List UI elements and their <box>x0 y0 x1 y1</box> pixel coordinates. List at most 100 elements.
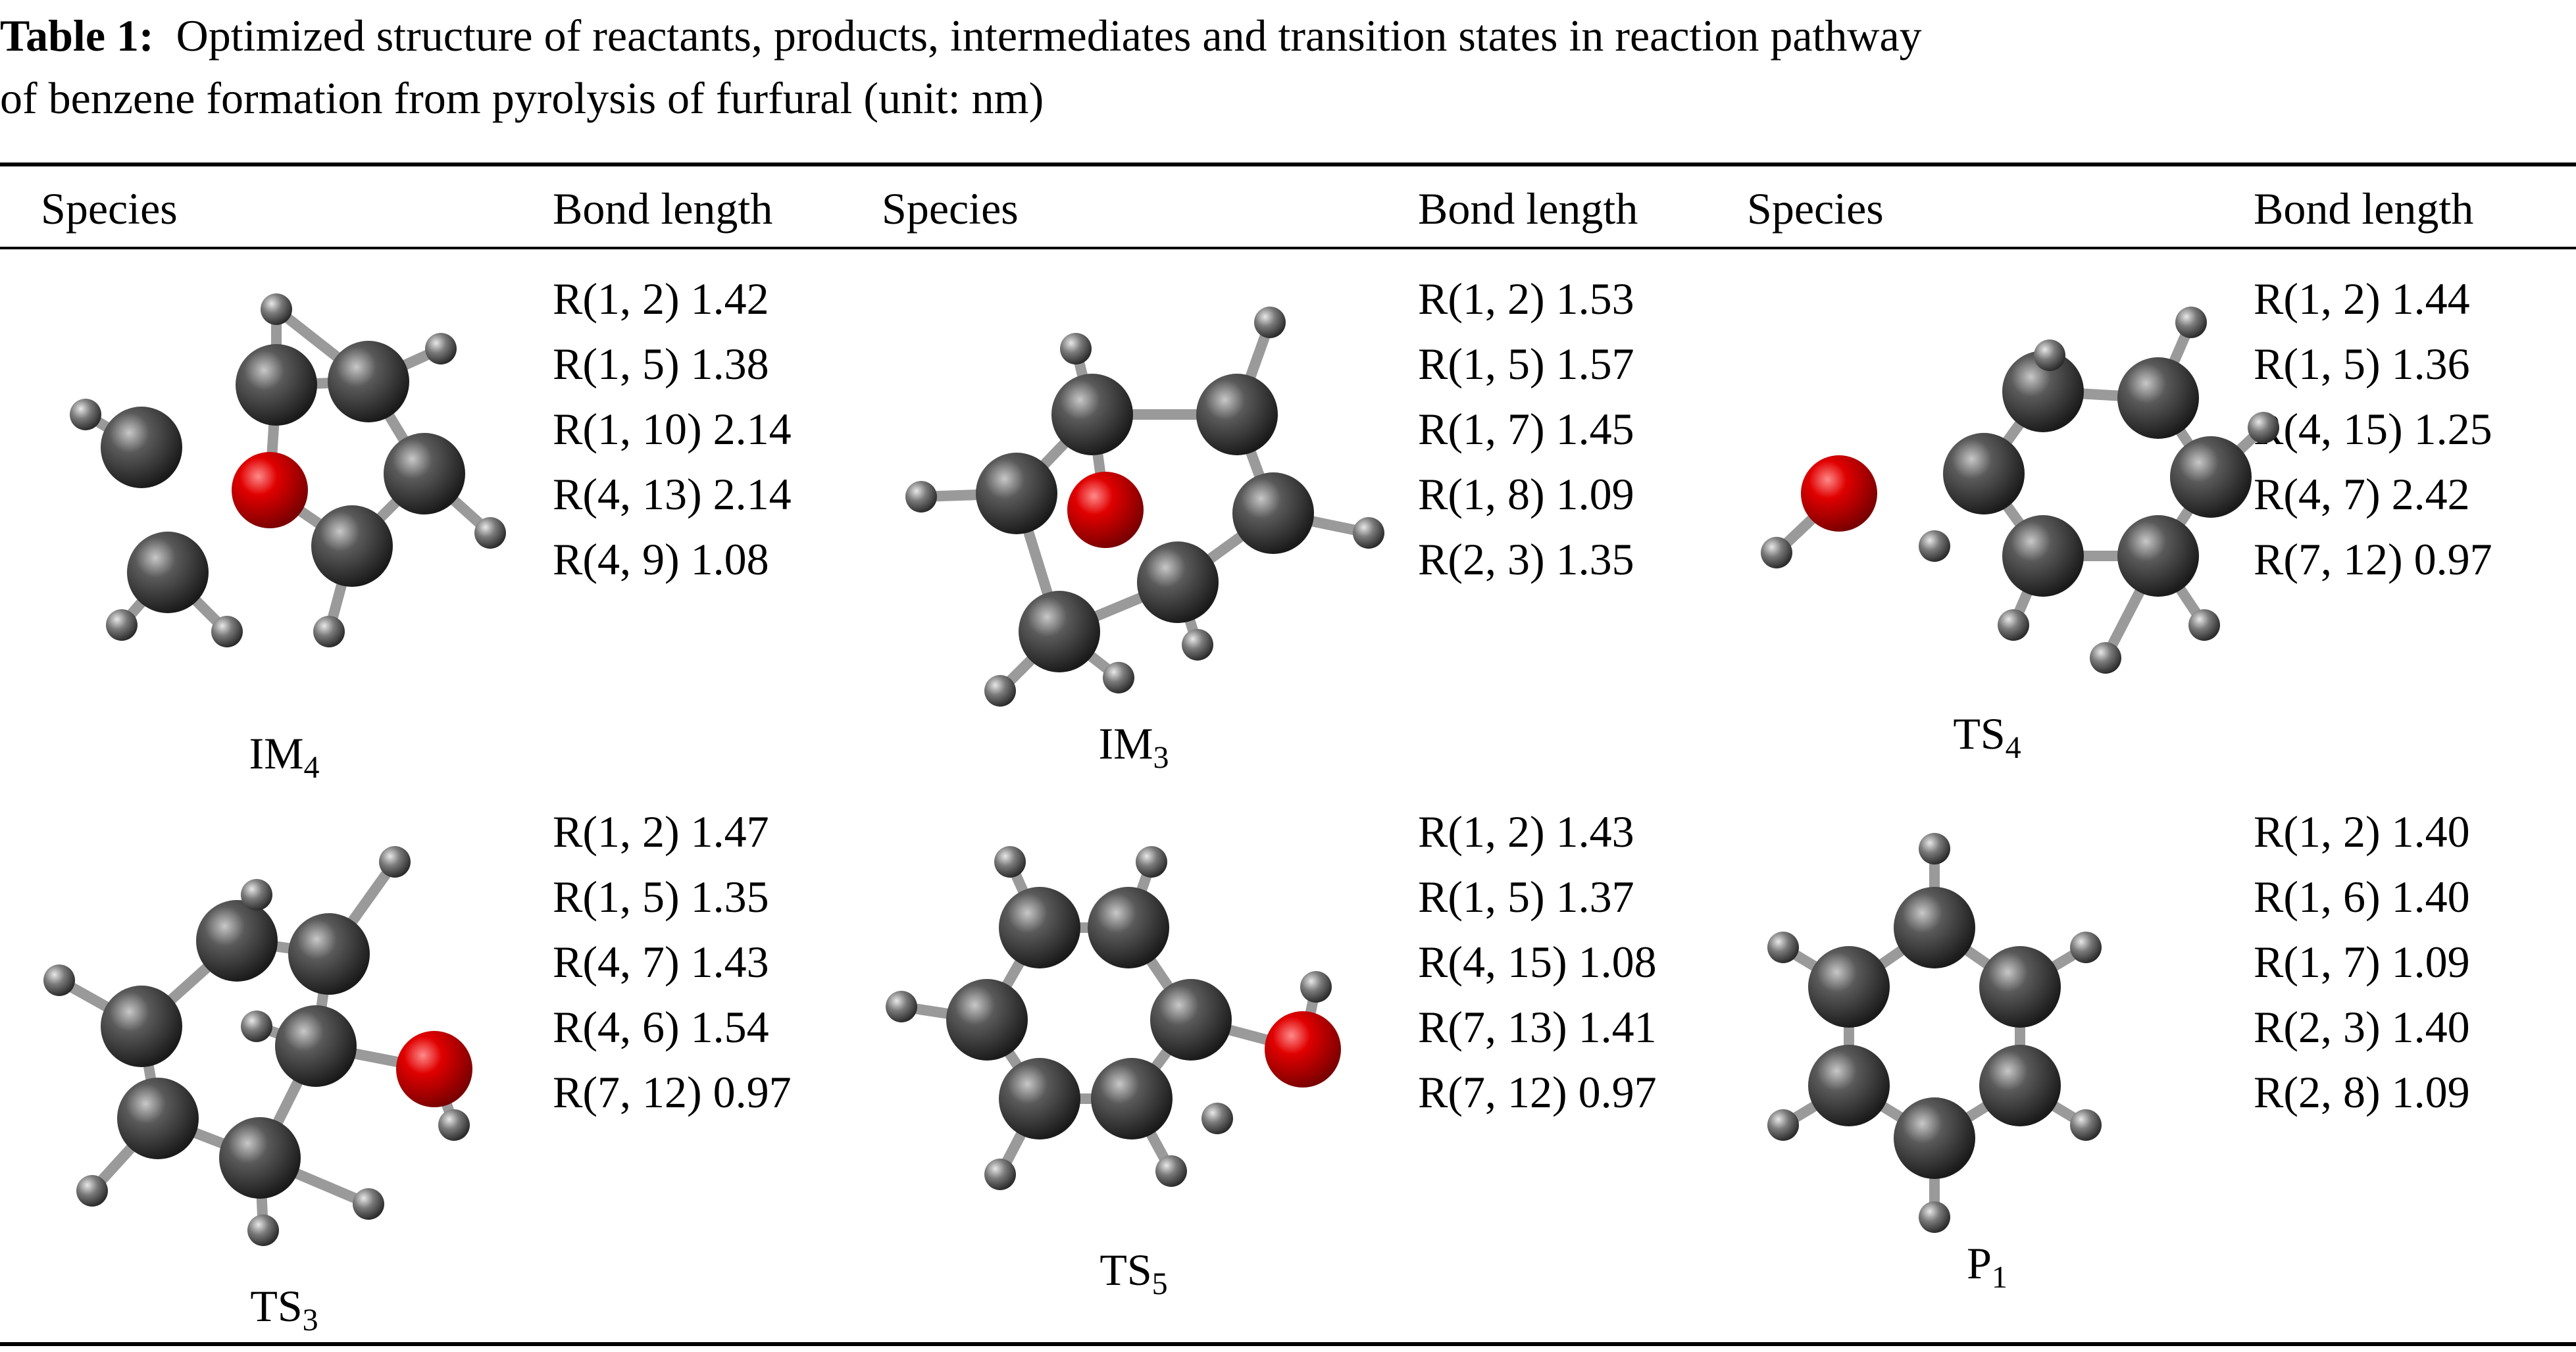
hydrogen-atom <box>886 991 917 1022</box>
hydrogen-atom <box>984 675 1016 707</box>
carbon-atom <box>384 433 465 514</box>
hydrogen-atom <box>2070 1109 2102 1141</box>
hydrogen-atom <box>1300 971 1332 1003</box>
molecule-p1-image <box>1767 833 2102 1233</box>
hydrogen-atom <box>1919 530 1950 562</box>
carbon-atom <box>1019 591 1100 672</box>
hydrogen-atom <box>994 846 1026 878</box>
hydrogen-atom <box>241 1011 272 1042</box>
bond-entry: R(1, 2) 1.43 <box>1418 807 1634 857</box>
carbon-atom <box>1232 472 1314 554</box>
hydrogen-atom <box>211 616 243 647</box>
hydrogen-atom <box>1136 846 1167 878</box>
bond-list-p1: R(1, 2) 1.40 R(1, 6) 1.40 R(1, 7) 1.09 R… <box>2254 799 2470 1125</box>
bond-entry: R(1, 7) 1.45 <box>1418 404 1634 454</box>
bond-entry: R(4, 7) 1.43 <box>553 937 769 987</box>
carbon-atom <box>1979 946 2061 1028</box>
hydrogen-atom <box>1998 609 2029 641</box>
carbon-atom <box>236 344 317 426</box>
hydrogen-atom <box>1182 629 1213 661</box>
bond-entry: R(7, 12) 0.97 <box>553 1067 792 1117</box>
bond-entry: R(1, 8) 1.09 <box>1418 469 1634 519</box>
caption-label: Table 1: <box>0 11 154 61</box>
carbon-atom <box>127 532 209 613</box>
hydrogen-atom <box>1919 1201 1950 1233</box>
oxygen-atom <box>1265 1011 1341 1088</box>
bond-list-ts3: R(1, 2) 1.47 R(1, 5) 1.35 R(4, 7) 1.43 R… <box>553 799 792 1125</box>
caption-line-1: Table 1: Optimized structure of reactant… <box>0 5 1922 66</box>
oxygen-atom <box>232 452 308 528</box>
hydrogen-atom <box>2090 642 2121 674</box>
bond-entry: R(2, 3) 1.35 <box>1418 534 1634 584</box>
species-label-im4: IM4 <box>249 728 320 785</box>
bond-entry: R(1, 2) 1.44 <box>2254 274 2470 324</box>
carbon-atom <box>999 1058 1080 1139</box>
hydrogen-atom <box>474 517 506 549</box>
bond-list-ts5: R(1, 2) 1.43 R(1, 5) 1.37 R(4, 15) 1.08 … <box>1418 799 1657 1125</box>
carbon-atom <box>999 887 1080 968</box>
carbon-atom <box>2002 351 2084 432</box>
bond-entry: R(1, 5) 1.37 <box>1418 872 1634 922</box>
hydrogen-atom <box>379 846 411 878</box>
hydrogen-atom <box>2175 307 2207 338</box>
bond-list-im4: R(1, 2) 1.42 R(1, 5) 1.38 R(1, 10) 2.14 … <box>553 266 792 592</box>
carbon-atom <box>311 505 393 587</box>
bond-entry: R(7, 13) 1.41 <box>1418 1002 1657 1052</box>
hydrogen-atom <box>1103 662 1134 693</box>
bond-entry: R(7, 12) 0.97 <box>2254 534 2492 584</box>
molecule-im4-image <box>70 293 506 647</box>
carbon-atom <box>328 341 409 422</box>
header-species-3: Species <box>1747 184 1884 234</box>
carbon-atom <box>101 986 182 1067</box>
header-species-2: Species <box>882 184 1019 234</box>
hydrogen-atom <box>1060 333 1092 364</box>
hydrogen-atom <box>261 293 292 325</box>
species-label-p1: P1 <box>1967 1238 2008 1295</box>
carbon-atom <box>1894 887 1975 968</box>
hydrogen-atom <box>1767 1109 1799 1141</box>
hydrogen-atom <box>2070 932 2102 963</box>
bond-entry: R(4, 9) 1.08 <box>553 534 769 584</box>
bond-entry: R(2, 8) 1.09 <box>2254 1067 2470 1117</box>
header-bond-length-3: Bond length <box>2254 184 2474 234</box>
bond-entry: R(4, 15) 1.25 <box>2254 404 2492 454</box>
bond-entry: R(1, 5) 1.36 <box>2254 339 2470 389</box>
bond-entry: R(1, 10) 2.14 <box>553 404 792 454</box>
hydrogen-atom <box>1761 537 1792 568</box>
hydrogen-atom <box>247 1214 279 1246</box>
bond-entry: R(1, 7) 1.09 <box>2254 937 2470 987</box>
hydrogen-atom <box>1155 1155 1187 1187</box>
hydrogen-atom <box>1919 833 1950 864</box>
hydrogen-atom <box>438 1109 470 1141</box>
bond-entry: R(4, 15) 1.08 <box>1418 937 1657 987</box>
bond-entry: R(1, 2) 1.53 <box>1418 274 1634 324</box>
carbon-atom <box>1137 541 1219 623</box>
carbon-atom <box>1808 1045 1890 1126</box>
hydrogen-atom <box>313 616 345 647</box>
hydrogen-atom <box>984 1159 1016 1190</box>
carbon-atom <box>2117 515 2199 597</box>
carbon-atom <box>1808 946 1890 1028</box>
hydrogen-atom <box>76 1175 108 1207</box>
molecule-ts4-image <box>1761 307 2279 674</box>
bond-entry: R(1, 2) 1.40 <box>2254 807 2470 857</box>
bond-entry: R(1, 5) 1.57 <box>1418 339 1634 389</box>
hydrogen-atom <box>1353 517 1384 549</box>
hydrogen-atom <box>1201 1103 1233 1134</box>
bond-entry: R(4, 6) 1.54 <box>553 1002 769 1052</box>
bond-entry: R(1, 2) 1.42 <box>553 274 769 324</box>
molecule-im3-image <box>905 307 1384 707</box>
molecule-ts5-image <box>886 846 1341 1190</box>
carbon-atom <box>196 900 278 982</box>
bond-list-ts4: R(1, 2) 1.44 R(1, 5) 1.36 R(4, 15) 1.25 … <box>2254 266 2492 592</box>
table-bottom-rule <box>0 1342 2576 1346</box>
carbon-atom <box>1943 433 2025 514</box>
hydrogen-atom <box>70 399 101 430</box>
species-label-ts3: TS3 <box>250 1281 318 1338</box>
bond-entry: R(4, 13) 2.14 <box>553 469 792 519</box>
bond-entry: R(4, 7) 2.42 <box>2254 469 2470 519</box>
hydrogen-atom <box>353 1188 384 1220</box>
carbon-atom <box>946 979 1028 1061</box>
carbon-atom <box>117 1078 199 1159</box>
carbon-atom <box>288 913 370 995</box>
